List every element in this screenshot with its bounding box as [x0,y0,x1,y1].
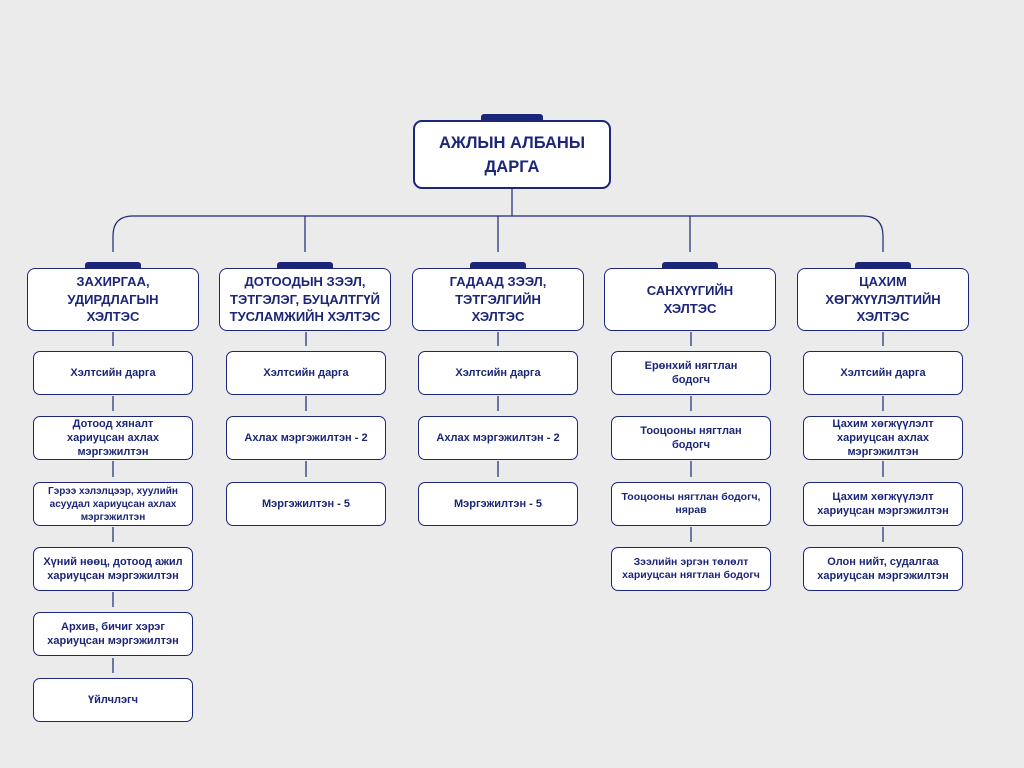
position-box: Тооцооны нягтлан бодогч, нярав [611,482,771,526]
position-box: Дотоод хяналт хариуцсан ахлах мэргэжилтэ… [33,416,193,460]
department-tab [855,262,911,269]
position-box: Хэлтсийн дарга [226,351,386,395]
position-box: Хэлтсийн дарга [803,351,963,395]
department-digital-development: ЦАХИМ ХӨГЖҮҮЛЭЛТИЙН ХЭЛТЭС [797,268,969,331]
position-box: Хэлтсийн дарга [33,351,193,395]
position-box: Тооцооны нягтлан бодогч [611,416,771,460]
director-tab [481,114,543,121]
department-foreign-loans: ГАДААД ЗЭЭЛ, ТЭТГЭЛГИЙН ХЭЛТЭС [412,268,584,331]
position-box: Гэрээ хэлэлцээр, хуулийн асуудал хариуцс… [33,482,193,526]
department-tab [662,262,718,269]
position-box: Архив, бичиг хэрэг хариуцсан мэргэжилтэн [33,612,193,656]
department-finance: САНХҮҮГИЙН ХЭЛТЭС [604,268,776,331]
department-administration: ЗАХИРГАА, УДИРДЛАГЫН ХЭЛТЭС [27,268,199,331]
position-box: Ахлах мэргэжилтэн - 2 [226,416,386,460]
position-box: Цахим хөгжүүлэлт хариуцсан ахлах мэргэжи… [803,416,963,460]
position-box: Үйлчлэгч [33,678,193,722]
position-box: Ахлах мэргэжилтэн - 2 [418,416,578,460]
department-tab [277,262,333,269]
position-box: Олон нийт, судалгаа хариуцсан мэргэжилтэ… [803,547,963,591]
department-tab [85,262,141,269]
position-box: Мэргэжилтэн - 5 [418,482,578,526]
position-box: Цахим хөгжүүлэлт хариуцсан мэргэжилтэн [803,482,963,526]
position-box: Ерөнхий нягтлан бодогч [611,351,771,395]
position-box: Хүний нөөц, дотоод ажил хариуцсан мэргэж… [33,547,193,591]
position-box: Зээлийн эргэн төлөлт хариуцсан нягтлан б… [611,547,771,591]
position-box: Мэргэжилтэн - 5 [226,482,386,526]
position-box: Хэлтсийн дарга [418,351,578,395]
department-tab [470,262,526,269]
director-box: АЖЛЫН АЛБАНЫ ДАРГА [413,120,611,189]
department-domestic-loans: ДОТООДЫН ЗЭЭЛ, ТЭТГЭЛЭГ, БУЦАЛТГҮЙ ТУСЛА… [219,268,391,331]
